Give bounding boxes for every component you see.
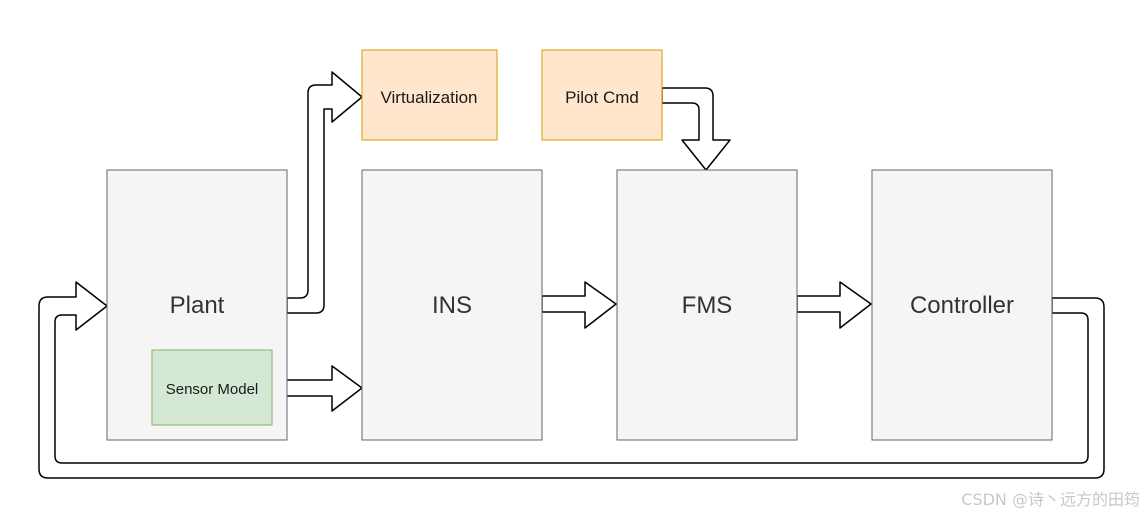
pilot-cmd-label: Pilot Cmd xyxy=(565,88,639,107)
ins-label: INS xyxy=(432,292,472,319)
watermark-text: CSDN @诗丶远方的田筠 xyxy=(961,490,1140,509)
pilotcmd-to-fms-arrow xyxy=(661,87,731,171)
feedback-loop-arrow xyxy=(38,281,1105,479)
virtualization-block: Virtualization xyxy=(361,49,498,141)
plant-to-virtualization-arrow xyxy=(286,71,363,314)
fms-block: FMS xyxy=(616,169,798,441)
fms-to-controller-arrow xyxy=(796,281,872,329)
ins-to-fms-arrow xyxy=(541,281,617,329)
plant-label: Plant xyxy=(170,292,225,319)
pilot-cmd-block: Pilot Cmd xyxy=(541,49,663,141)
sensor-model-label: Sensor Model xyxy=(166,381,259,398)
virtualization-label: Virtualization xyxy=(380,88,477,107)
sensor-model-block: Sensor Model xyxy=(151,349,273,426)
controller-block: Controller xyxy=(871,169,1053,441)
controller-label: Controller xyxy=(910,292,1014,319)
ins-block: INS xyxy=(361,169,543,441)
fms-label: FMS xyxy=(682,292,733,319)
